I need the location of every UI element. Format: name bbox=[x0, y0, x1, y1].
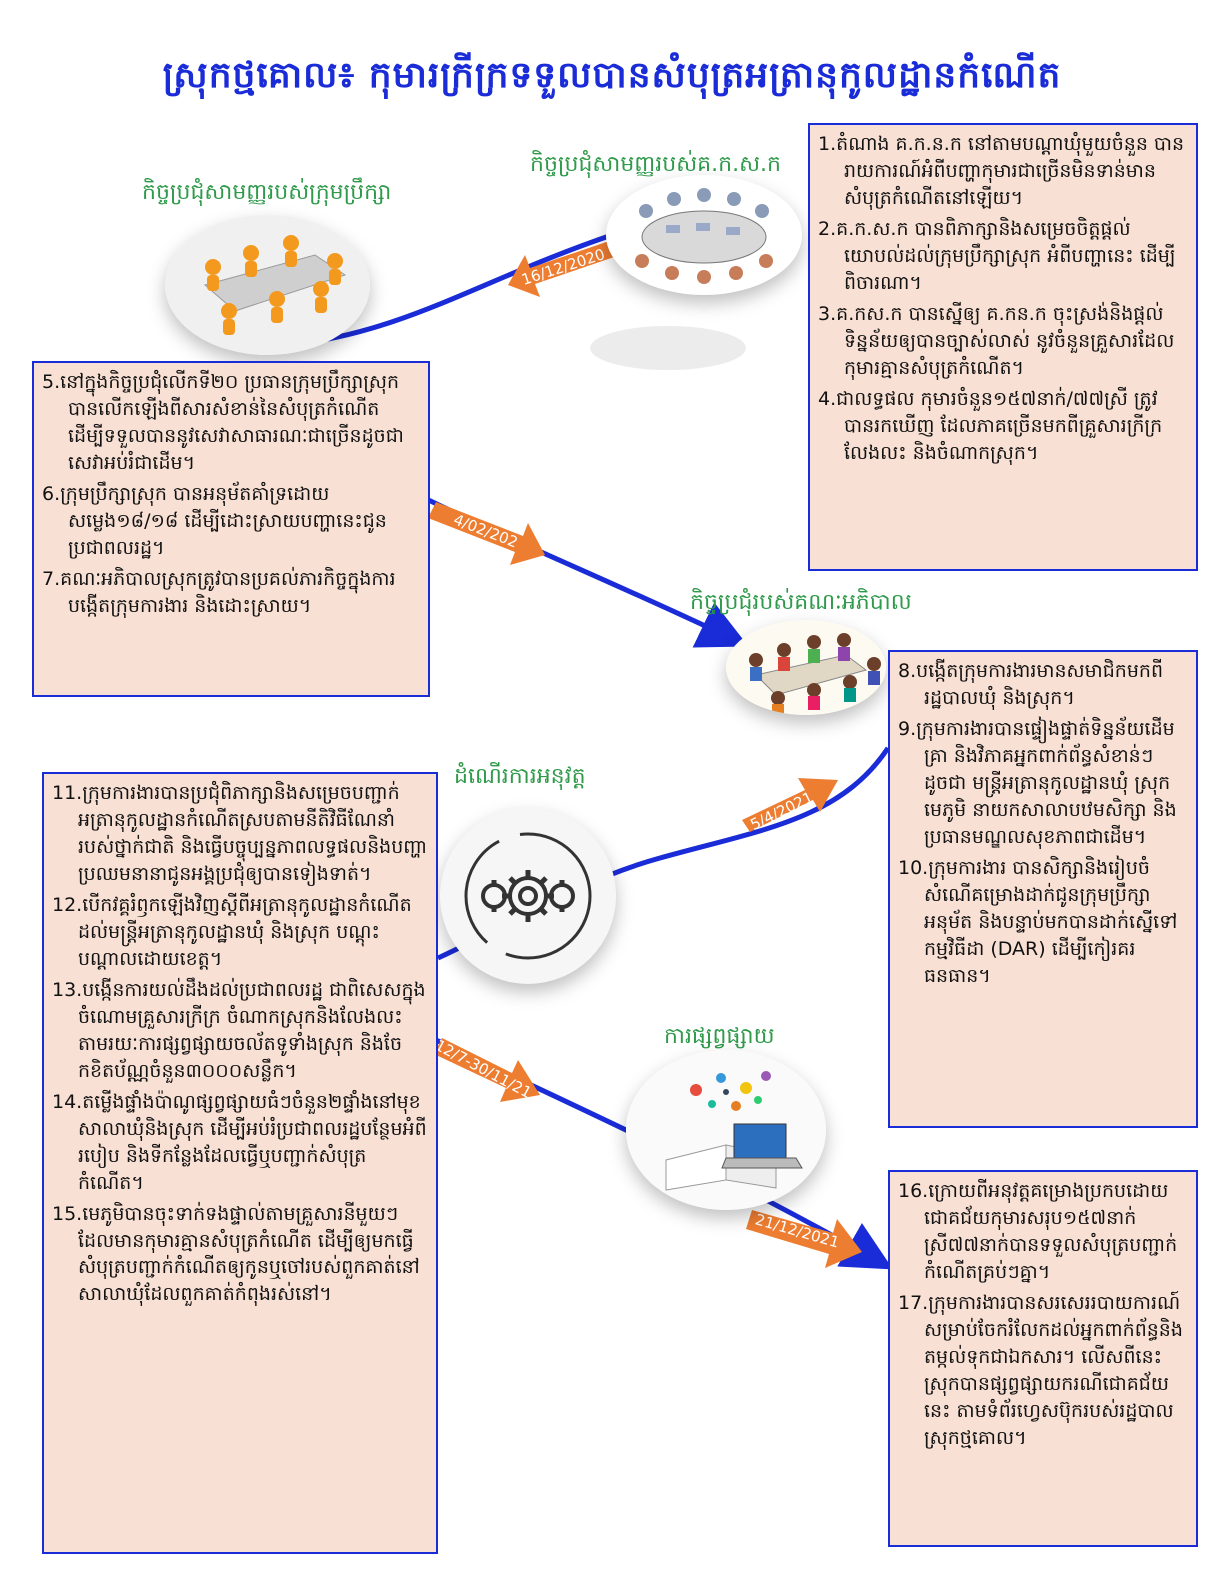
box-implementation: 11.ក្រុមការងារបានប្រជុំពិភាក្សានិងសម្រេច… bbox=[42, 772, 438, 1554]
box2-item-5: 5.នៅក្នុងកិច្ចប្រជុំលើកទី២០ ប្រធានក្រុមប… bbox=[42, 371, 404, 474]
box4-item-12: 12.បើកវគ្គរំឭកឡើងវិញស្តីពីអត្រានុកូលដ្ឋា… bbox=[52, 893, 412, 970]
label-council-meeting: កិច្ចប្រជុំសាមញ្ញរបស់ក្រុមប្រឹក្សា bbox=[142, 180, 392, 205]
page-title: ស្រុកថ្មគោល៖ កុមារក្រីក្រទទួលបានសំបុត្រអ… bbox=[162, 55, 1062, 96]
date-arrow-4 bbox=[434, 1038, 540, 1102]
box3-item-8: 8.បង្កើតក្រុមការងារមានសមាជិកមកពីរដ្ឋបាលឃ… bbox=[898, 660, 1163, 709]
gear-icon bbox=[464, 832, 592, 960]
box5-item-17: 17.ក្រុមការងារបានសរសេររបាយការណ៍សម្រាប់ចែ… bbox=[898, 1291, 1183, 1449]
committee-meeting-image bbox=[606, 175, 802, 295]
box-committee-report: 1.តំណាង គ.ក.ន.ក នៅតាមបណ្តាឃុំមួយចំនួន បា… bbox=[808, 123, 1198, 571]
label-dissemination: ការផ្សព្វផ្សាយ bbox=[664, 1024, 775, 1049]
box-working-group: 8.បង្កើតក្រុមការងារមានសមាជិកមកពីរដ្ឋបាលឃ… bbox=[888, 650, 1198, 1128]
box2-item-7: 7.គណៈអភិបាលស្រុកត្រូវបានប្រគល់ភារកិច្ចក្… bbox=[42, 567, 396, 617]
box2-item-6: 6.ក្រុមប្រឹក្សាស្រុក បានអនុម័តគាំទ្រដោយស… bbox=[42, 482, 387, 559]
box-council-decision: 5.នៅក្នុងកិច្ចប្រជុំលើកទី២០ ប្រធានក្រុមប… bbox=[32, 361, 430, 697]
box-results: 16.ក្រោយពីអនុវត្តគម្រោងប្រកបដោយជោគជ័យកុម… bbox=[888, 1170, 1198, 1547]
box4-item-11: 11.ក្រុមការងារបានប្រជុំពិភាក្សានិងសម្រេច… bbox=[52, 782, 428, 885]
box4-item-15: 15.មេភូមិបានចុះទាក់ទងផ្ទាល់តាមគ្រួសារនីម… bbox=[52, 1202, 420, 1306]
label-committee-meeting: កិច្ចប្រជុំសាមញ្ញរបស់គ.ក.ស.ក bbox=[530, 152, 781, 177]
council-meeting-image bbox=[165, 215, 370, 355]
box1-item-1: 1.តំណាង គ.ក.ន.ក នៅតាមបណ្តាឃុំមួយចំនួន បា… bbox=[818, 133, 1185, 209]
shadow-ellipse bbox=[590, 326, 746, 370]
box1-item-4: 4.ជាលទ្ធផល កុមារចំនួន១៥៧នាក់/៧៧ស្រី ត្រូ… bbox=[818, 387, 1163, 464]
date-arrow-5 bbox=[746, 1210, 862, 1268]
box1-item-3: 3.គ.កស.ក បានស្នើឲ្យ គ.កន.ក ចុះស្រង់និងផ្… bbox=[818, 302, 1175, 379]
label-board-meeting: កិច្ចប្រជុំរបស់គណៈអភិបាល bbox=[690, 590, 912, 615]
label-implementation: ដំណើរការអនុវត្ត bbox=[454, 764, 586, 789]
date-arrow-3 bbox=[742, 778, 838, 832]
box4-item-13: 13.បង្កើនការយល់ដឹងដល់ប្រជាពលរដ្ឋ ជាពិសេស… bbox=[52, 978, 426, 1082]
box3-item-10: 10.ក្រុមការងារ បានសិក្សានិងរៀបចំសំណើគម្រ… bbox=[898, 856, 1178, 987]
board-meeting-image bbox=[726, 620, 886, 715]
connector-1 bbox=[291, 232, 613, 348]
box3-item-9: 9.ក្រុមការងារបានផ្ទៀងផ្ទាត់ទិន្នន័យដើមគ្… bbox=[898, 717, 1177, 848]
date-arrow-2 bbox=[428, 502, 545, 565]
box4-item-14: 14.តម្លើងផ្ទាំងប៉ាណូផ្សព្វផ្សាយធំៗចំនួន២… bbox=[52, 1090, 427, 1194]
gears-image bbox=[440, 808, 616, 984]
date-arrow-1 bbox=[508, 238, 623, 297]
box5-item-16: 16.ក្រោយពីអនុវត្តគម្រោងប្រកបដោយជោគជ័យកុម… bbox=[898, 1180, 1178, 1283]
box1-item-2: 2.គ.ក.ស.ក បានពិភាក្សានិងសម្រេចចិត្តផ្តល់… bbox=[818, 217, 1176, 294]
book-laptop-image bbox=[626, 1050, 826, 1210]
